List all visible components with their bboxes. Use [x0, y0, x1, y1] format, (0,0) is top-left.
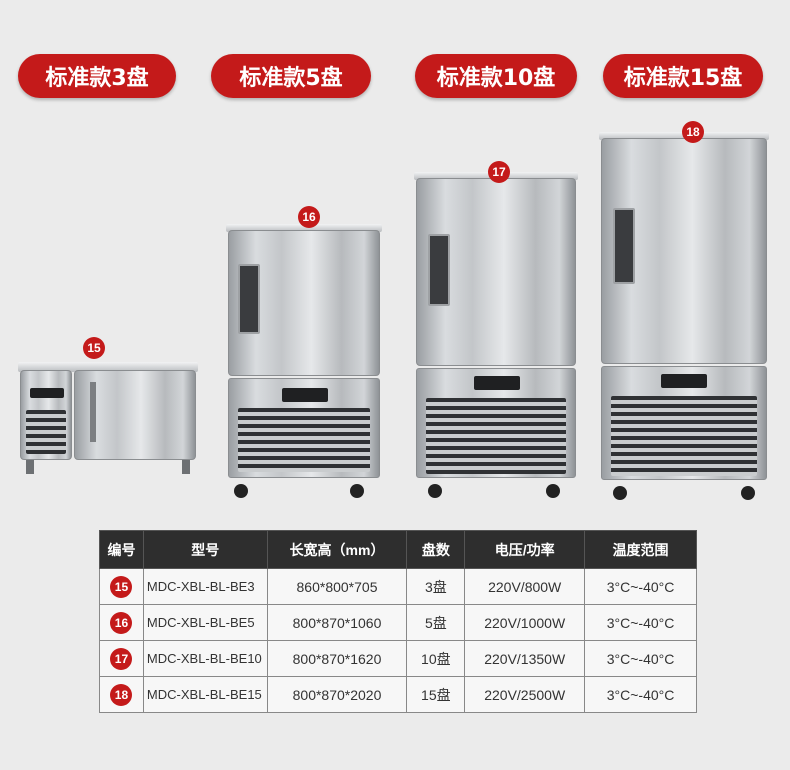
header-id: 编号 [99, 530, 144, 569]
header-power: 电压/功率 [464, 530, 586, 569]
badge-16: 16 [298, 206, 320, 228]
badge-15: 15 [83, 337, 105, 359]
table-row: 16 MDC-XBL-BL-BE5 800*870*1060 5盘 220V/1… [99, 604, 697, 641]
temp-cell: 3°C~-40°C [584, 604, 697, 641]
model-cell: MDC-XBL-BL-BE3 [142, 568, 268, 605]
dims-cell: 800*870*1620 [266, 640, 408, 677]
trays-cell: 5盘 [406, 604, 466, 641]
table-row: 15 MDC-XBL-BL-BE3 860*800*705 3盘 220V/80… [99, 568, 697, 605]
header-temperature: 温度范围 [584, 530, 697, 569]
power-cell: 220V/800W [464, 568, 586, 605]
model-cell: MDC-XBL-BL-BE10 [142, 640, 268, 677]
label-10-tray: 标准款10盘 [415, 54, 577, 98]
freezer-15-tray-image [599, 132, 769, 500]
badge-18: 18 [682, 121, 704, 143]
model-cell: MDC-XBL-BL-BE5 [142, 604, 268, 641]
row-badge: 16 [110, 611, 133, 634]
badge-17: 17 [488, 161, 510, 183]
dims-cell: 860*800*705 [266, 568, 408, 605]
dims-cell: 800*870*2020 [266, 676, 408, 713]
row-badge: 15 [110, 575, 133, 598]
temp-cell: 3°C~-40°C [584, 640, 697, 677]
header-dimensions: 长宽高（mm） [266, 530, 408, 569]
row-id-cell: 18 [99, 676, 144, 713]
freezer-3-tray-image [18, 362, 198, 474]
power-cell: 220V/1350W [464, 640, 586, 677]
spec-table: 编号 型号 长宽高（mm） 盘数 电压/功率 温度范围 15 MDC-XBL-B… [99, 530, 697, 713]
trays-cell: 15盘 [406, 676, 466, 713]
power-cell: 220V/1000W [464, 604, 586, 641]
freezer-10-tray-image [414, 172, 578, 498]
power-cell: 220V/2500W [464, 676, 586, 713]
freezer-5-tray-image [226, 224, 382, 498]
trays-cell: 3盘 [406, 568, 466, 605]
row-badge: 18 [110, 683, 133, 706]
row-id-cell: 15 [99, 568, 144, 605]
table-row: 17 MDC-XBL-BL-BE10 800*870*1620 10盘 220V… [99, 640, 697, 677]
header-model: 型号 [142, 530, 268, 569]
table-header-row: 编号 型号 长宽高（mm） 盘数 电压/功率 温度范围 [99, 530, 697, 569]
temp-cell: 3°C~-40°C [584, 568, 697, 605]
row-id-cell: 16 [99, 604, 144, 641]
header-trays: 盘数 [406, 530, 466, 569]
trays-cell: 10盘 [406, 640, 466, 677]
label-3-tray: 标准款3盘 [18, 54, 176, 98]
table-row: 18 MDC-XBL-BL-BE15 800*870*2020 15盘 220V… [99, 676, 697, 713]
label-15-tray: 标准款15盘 [603, 54, 763, 98]
label-5-tray: 标准款5盘 [211, 54, 371, 98]
row-id-cell: 17 [99, 640, 144, 677]
temp-cell: 3°C~-40°C [584, 676, 697, 713]
row-badge: 17 [110, 647, 133, 670]
dims-cell: 800*870*1060 [266, 604, 408, 641]
model-cell: MDC-XBL-BL-BE15 [142, 676, 268, 713]
